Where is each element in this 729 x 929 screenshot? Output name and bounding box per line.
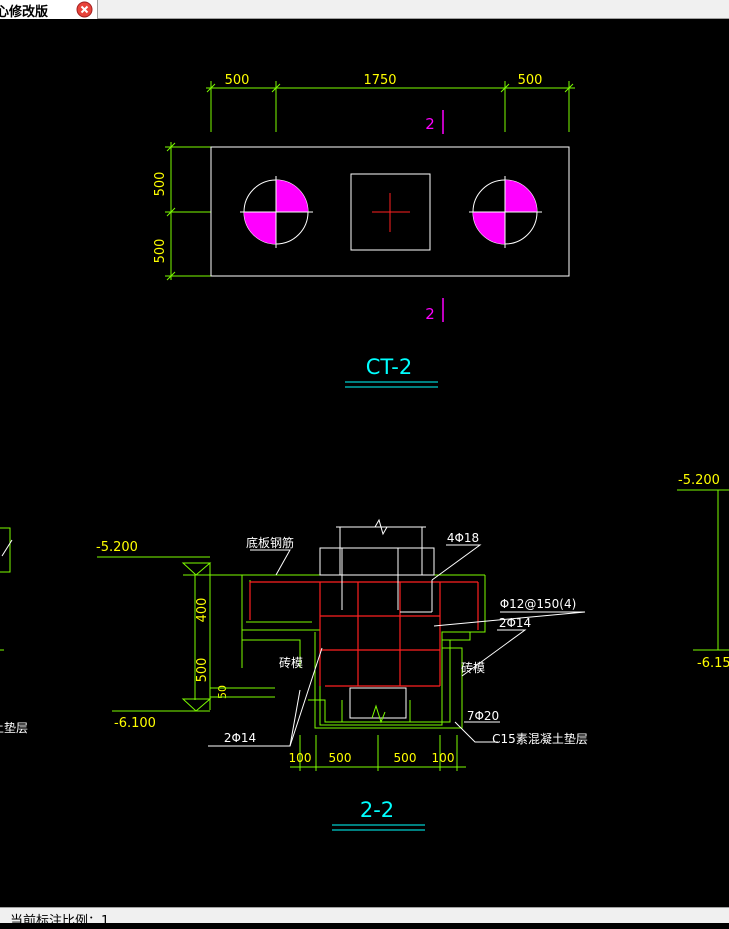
annotation: 底板钢筋 (246, 535, 294, 550)
dim-text: 400 (195, 598, 210, 623)
annotation: 土垫层 (0, 720, 28, 735)
annotation: 7Φ20 (467, 709, 499, 723)
pile-cap-plan: 500 1750 500 500 500 (153, 73, 575, 388)
pile-right (469, 176, 542, 248)
section-mark-bottom: 2 (425, 305, 435, 323)
dim-text: 100 (432, 751, 455, 765)
dim-text: 500 (518, 73, 543, 88)
elevation-label: -5.200 (96, 540, 138, 555)
dim-text: 500 (153, 239, 168, 264)
status-text: 当前标注比例：1 (10, 914, 110, 929)
elevation-label: -6.150 (697, 656, 729, 671)
annotation: 2Φ14 (499, 616, 531, 630)
tab-drawing[interactable]: 心修改版 (0, 0, 98, 20)
elevation-label: -5.200 (678, 473, 720, 488)
annotation: 2Φ14 (224, 731, 256, 745)
dim-text: 500 (195, 658, 210, 683)
plan-title: CT-2 (366, 355, 413, 379)
left-fragment: 土垫层 (0, 527, 28, 735)
dim-text: 500 (329, 751, 352, 765)
cad-canvas[interactable]: 500 1750 500 500 500 (0, 19, 729, 907)
annotation: C15素混凝土垫层 (492, 731, 588, 746)
section-mark-top: 2 (425, 115, 435, 133)
elevation-label: -6.100 (114, 716, 156, 731)
annotation: 砖模 (461, 660, 485, 675)
dim-text: 1750 (363, 73, 396, 88)
dim-text: 500 (394, 751, 417, 765)
tab-bar: 心修改版 (0, 0, 729, 20)
annotation: 4Φ18 (447, 531, 479, 545)
annotation: Φ12@150(4) (500, 597, 577, 611)
section-title: 2-2 (360, 798, 394, 822)
close-icon[interactable] (76, 1, 93, 18)
dim-text: 500 (225, 73, 250, 88)
right-fragment: -5.200 -6.150 (677, 473, 729, 671)
pile-left (240, 176, 313, 248)
section-2-2: -5.200 -6.100 400 500 50 (96, 518, 588, 831)
tab-title: 心修改版 (0, 5, 49, 20)
dim-text: 500 (153, 172, 168, 197)
status-bar: 当前标注比例：1 (0, 907, 729, 929)
annotation: 砖模 (279, 655, 303, 670)
dim-text: 100 (289, 751, 312, 765)
